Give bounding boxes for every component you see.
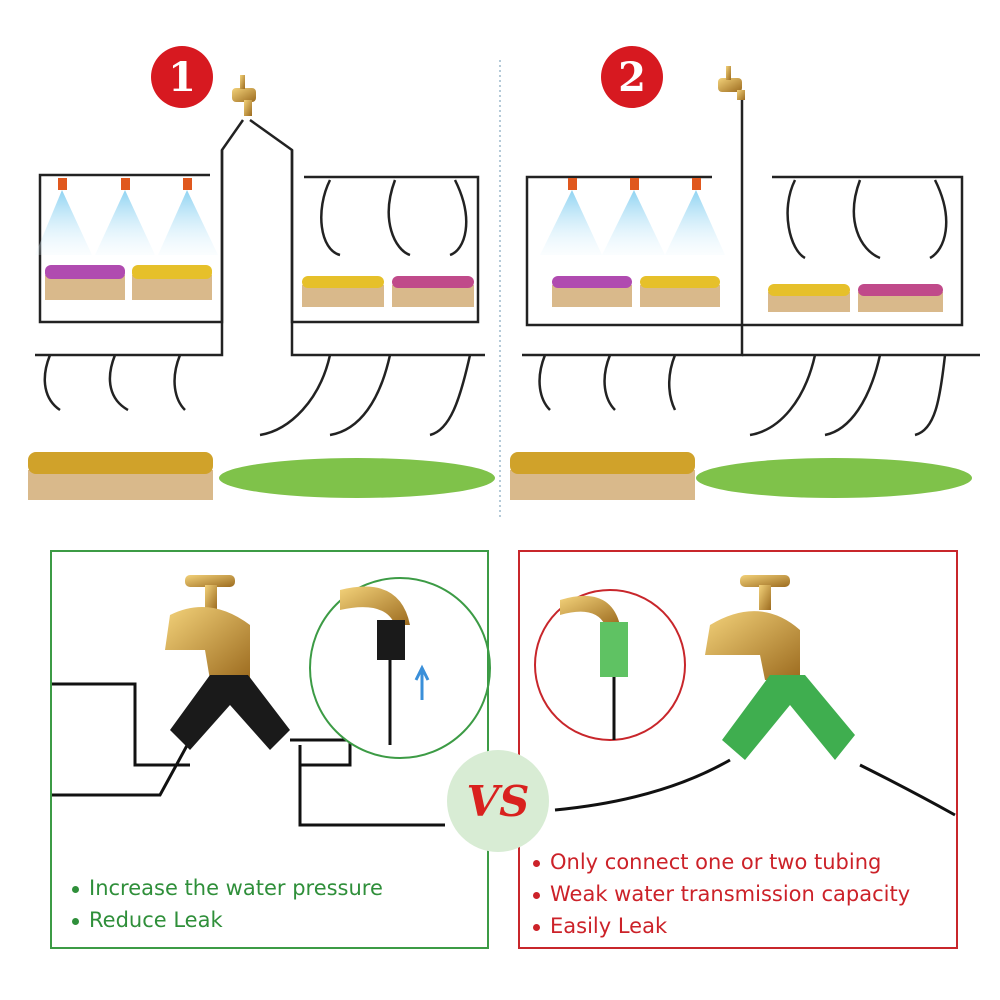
- top-faucets: [232, 66, 745, 116]
- good-panel: [50, 550, 489, 949]
- bad-bullet: Easily Leak: [533, 910, 910, 942]
- nozzles: [58, 178, 701, 190]
- detail-circle-good: [309, 577, 491, 759]
- bad-connector-illustration: [534, 575, 956, 817]
- bad-bullet: Only connect one or two tubing: [533, 846, 910, 878]
- bad-panel: [518, 550, 958, 949]
- step-badge-2: 2: [601, 46, 663, 108]
- good-connector-illustration: [50, 575, 491, 827]
- good-bullets: Increase the water pressure Reduce Leak: [72, 872, 383, 936]
- right-pipes: [522, 95, 980, 437]
- bullet-dot-icon: [533, 923, 540, 931]
- good-bullet: Reduce Leak: [72, 904, 383, 936]
- bad-bullet: Weak water transmission capacity: [533, 878, 910, 910]
- flower-pots: [28, 265, 943, 500]
- left-pipes: [35, 118, 485, 437]
- bullet-dot-icon: [72, 917, 79, 925]
- good-bullet: Increase the water pressure: [72, 872, 383, 904]
- step-badge-1: 1: [151, 46, 213, 108]
- grass-lawns: [219, 458, 972, 498]
- bullet-dot-icon: [72, 885, 79, 893]
- vs-badge: VS: [447, 750, 549, 852]
- mist-sprays: [35, 190, 725, 255]
- bad-bullets: Only connect one or two tubing Weak wate…: [533, 846, 910, 942]
- bullet-dot-icon: [533, 891, 540, 899]
- bullet-dot-icon: [533, 859, 540, 867]
